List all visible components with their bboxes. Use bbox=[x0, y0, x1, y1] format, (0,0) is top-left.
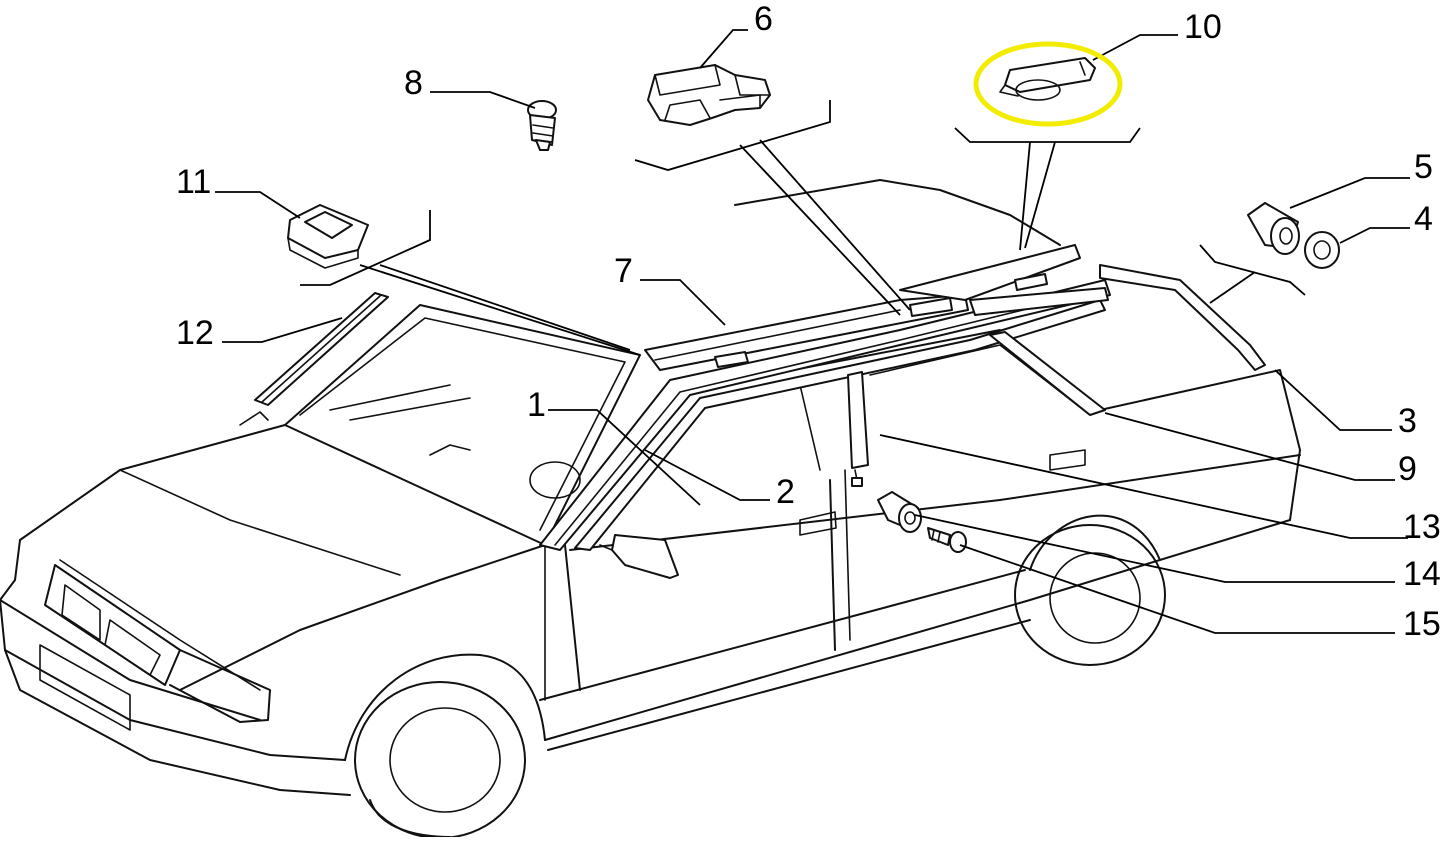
callout-1: 1 bbox=[527, 386, 546, 424]
highlight-ring bbox=[973, 41, 1123, 127]
car-body bbox=[0, 179, 1301, 839]
callout-3: 3 bbox=[1398, 402, 1417, 440]
part-14-bushing bbox=[877, 491, 922, 533]
part-6-clip-assembly bbox=[647, 64, 771, 126]
part-11-square-clip bbox=[287, 204, 369, 269]
callout-14: 14 bbox=[1403, 555, 1441, 593]
part-8-screw bbox=[527, 100, 557, 151]
callout-11: 11 bbox=[176, 163, 212, 201]
callout-15: 15 bbox=[1403, 605, 1441, 643]
callout-7: 7 bbox=[614, 252, 633, 290]
callout-5: 5 bbox=[1414, 148, 1433, 186]
callout-9: 9 bbox=[1398, 450, 1417, 488]
leader-lines bbox=[215, 29, 1410, 634]
callout-2: 2 bbox=[776, 473, 795, 511]
part-10-cap bbox=[999, 57, 1096, 101]
callout-12: 12 bbox=[176, 314, 214, 352]
part-5-grommet bbox=[1247, 202, 1300, 255]
callout-8: 8 bbox=[404, 64, 423, 102]
callout-10: 10 bbox=[1184, 8, 1222, 46]
callout-13: 13 bbox=[1403, 508, 1441, 546]
loose-parts bbox=[287, 57, 1340, 553]
roof-mouldings bbox=[239, 244, 1266, 551]
callout-6: 6 bbox=[754, 0, 773, 38]
callout-4: 4 bbox=[1414, 200, 1433, 238]
part-4-washer bbox=[1304, 231, 1340, 269]
part-15-bolt bbox=[927, 527, 967, 553]
